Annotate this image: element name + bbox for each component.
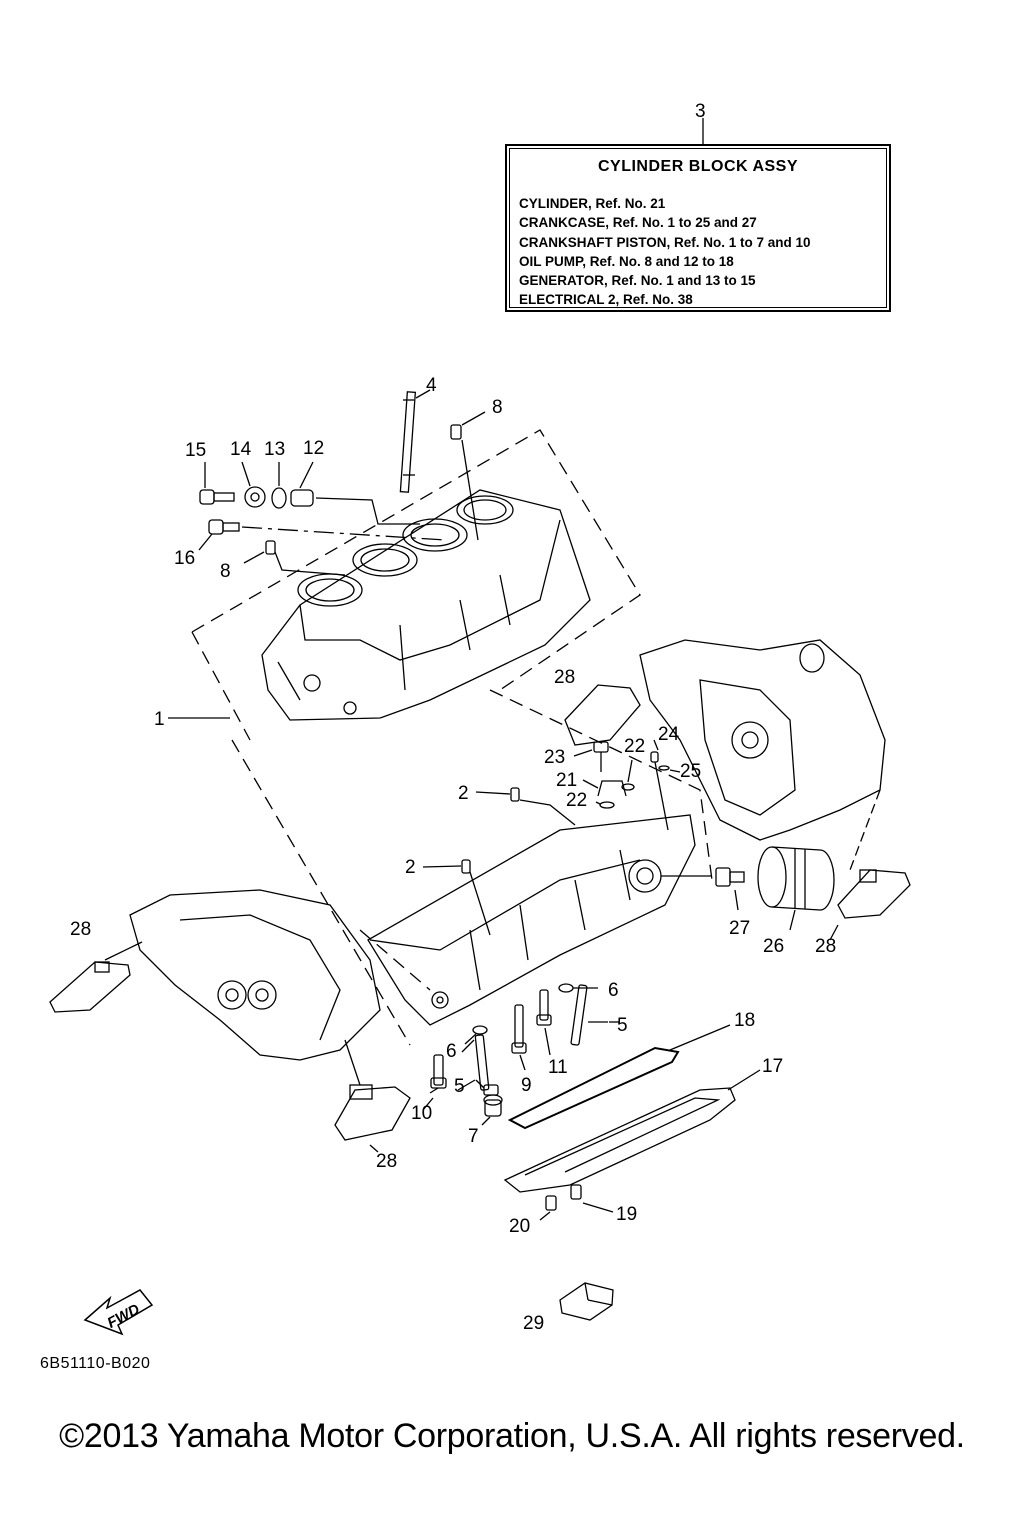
callout-9: 9 — [521, 1075, 532, 1096]
callout-4: 4 — [426, 375, 437, 396]
gasket-part-18 — [507, 1024, 731, 1130]
callout-23: 23 — [544, 747, 566, 768]
dowel-pin-part-8 — [243, 411, 486, 576]
callout-5: 5 — [454, 1076, 465, 1097]
bolt-part-16 — [198, 519, 446, 551]
callout-24: 24 — [658, 724, 680, 745]
callout-26: 26 — [763, 936, 785, 957]
callout-11: 11 — [548, 1057, 568, 1078]
bolt-part-20 — [539, 1195, 557, 1221]
dashed-outline-cylinder — [191, 429, 641, 741]
callout-28: 28 — [815, 936, 837, 957]
assy-line: CRANKSHAFT PISTON, Ref. No. 1 to 7 and 1… — [519, 234, 811, 250]
oil-pan-part-17 — [503, 1069, 761, 1193]
callout-20: 20 — [509, 1216, 531, 1237]
assy-info-box: CYLINDER BLOCK ASSY CYLINDER, Ref. No. 2… — [505, 144, 891, 312]
bolt-part-15 — [199, 462, 235, 505]
engine-mount-part-28 — [49, 684, 911, 1153]
callout-28: 28 — [70, 919, 92, 940]
stud-bolt-part-4 — [399, 389, 431, 493]
assy-line: CYLINDER, Ref. No. 21 — [519, 196, 666, 211]
assy-title: CYLINDER BLOCK ASSY — [597, 158, 799, 175]
callout-5: 5 — [617, 1015, 628, 1036]
oil-fitting-parts — [573, 739, 681, 831]
callout-15: 15 — [185, 440, 207, 461]
bolt-part-19 — [570, 1184, 614, 1213]
leader-lines — [168, 717, 839, 1111]
assy-line: CRANKCASE, Ref. No. 1 to 25 and 27 — [519, 215, 757, 231]
callout-21: 21 — [556, 770, 578, 791]
callout-25: 25 — [680, 761, 702, 782]
callout-6: 6 — [608, 980, 619, 1001]
callout-2: 2 — [405, 857, 416, 878]
dowel-pin-part-2 — [422, 787, 576, 936]
callout-8: 8 — [492, 397, 503, 418]
assy-line: ELECTRICAL 2, Ref. No. 38 — [519, 292, 693, 308]
callout-19: 19 — [616, 1204, 638, 1225]
callout-6: 6 — [446, 1041, 457, 1062]
generator-cover-right — [639, 639, 886, 871]
callout-8: 8 — [220, 561, 231, 582]
dashed-outline-crankcase — [231, 689, 713, 1046]
callout-1: 1 — [154, 709, 165, 730]
diagram-reference-code: 6B51110-B020 — [40, 1355, 151, 1372]
callout-10: 10 — [411, 1103, 433, 1124]
callout-27: 27 — [729, 918, 751, 939]
cylinder-block — [261, 489, 591, 721]
assy-info-inner — [509, 148, 887, 308]
oil-filter-part-26 — [757, 846, 835, 931]
copyright-notice: ©2013 Yamaha Motor Corporation, U.S.A. A… — [59, 1417, 965, 1455]
assy-line: GENERATOR, Ref. No. 1 and 13 to 15 — [519, 273, 756, 289]
crankcase-bolts — [429, 983, 608, 1126]
o-ring-part-13 — [271, 462, 287, 509]
callout-2: 2 — [458, 783, 469, 804]
callout-22: 22 — [566, 790, 588, 811]
plug-part-12 — [290, 461, 420, 525]
callout-16: 16 — [174, 548, 196, 569]
callout-22: 22 — [624, 736, 646, 757]
union-fitting-part-27 — [715, 867, 745, 911]
callout-28: 28 — [376, 1151, 398, 1172]
assy-line: OIL PUMP, Ref. No. 8 and 12 to 18 — [519, 253, 734, 269]
forward-direction-icon: FWD — [83, 1289, 154, 1336]
callout-12: 12 — [303, 438, 325, 459]
generator-cover-left — [129, 889, 381, 1086]
callout-7: 7 — [468, 1126, 479, 1147]
washer-part-14 — [241, 461, 266, 508]
callout-14: 14 — [230, 439, 252, 460]
callout-28: 28 — [554, 667, 576, 688]
callout-18: 18 — [734, 1010, 756, 1031]
assy-lines: CYLINDER, Ref. No. 21 CRANKCASE, Ref. No… — [519, 194, 811, 310]
callout-13: 13 — [264, 439, 286, 460]
callout-29: 29 — [523, 1313, 545, 1334]
callout-3: 3 — [695, 101, 706, 122]
crankcase — [367, 814, 712, 1026]
callout-17: 17 — [762, 1056, 784, 1077]
box-part-29 — [559, 1282, 614, 1321]
